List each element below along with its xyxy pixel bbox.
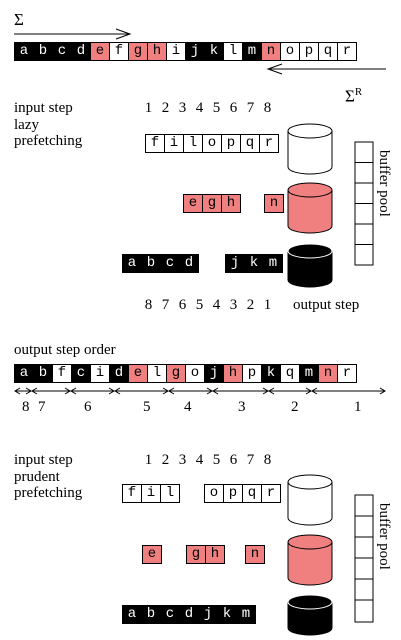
order-step-3: 3 bbox=[238, 399, 246, 415]
buffer-pool-icon bbox=[354, 141, 374, 266]
step-number: 7 bbox=[161, 297, 170, 313]
cell: r bbox=[337, 364, 357, 383]
step-number: 3 bbox=[178, 452, 187, 468]
cell: c bbox=[71, 364, 91, 383]
order-step-4: 4 bbox=[184, 399, 192, 415]
sigma-r-label: ΣR bbox=[345, 86, 363, 106]
step-number: 5 bbox=[212, 452, 221, 468]
step-number: 6 bbox=[178, 297, 187, 313]
cell: c bbox=[160, 605, 180, 624]
cell: l bbox=[183, 134, 203, 153]
cell: h bbox=[205, 545, 225, 564]
step-number: 7 bbox=[246, 100, 255, 116]
step-number: 8 bbox=[144, 297, 153, 313]
cell: n bbox=[245, 545, 265, 564]
white-disk-icon bbox=[287, 474, 333, 526]
cell: r bbox=[261, 484, 281, 503]
cell: m bbox=[263, 254, 283, 273]
prudent-buffer-pool-label: buffer pool bbox=[376, 503, 392, 570]
lazy-red-group-2: n bbox=[264, 194, 284, 213]
step-number: 4 bbox=[195, 100, 204, 116]
cell: e bbox=[142, 545, 162, 564]
buffer-pool-icon bbox=[354, 494, 374, 623]
cell: l bbox=[160, 484, 180, 503]
cell: q bbox=[280, 364, 300, 383]
cell: j bbox=[198, 605, 218, 624]
cell: q bbox=[240, 134, 260, 153]
black-disk-icon bbox=[287, 243, 333, 288]
step-number: 3 bbox=[229, 297, 238, 313]
lazy-mode-line1: lazy bbox=[14, 117, 39, 133]
step-number: 1 bbox=[144, 100, 153, 116]
black-disk-icon bbox=[287, 594, 333, 636]
cell: m bbox=[236, 605, 256, 624]
order-step-5: 5 bbox=[143, 399, 151, 415]
white-disk-icon bbox=[287, 123, 333, 175]
red-disk-icon bbox=[287, 182, 333, 234]
step-number: 2 bbox=[161, 100, 170, 116]
step-number: 1 bbox=[263, 297, 272, 313]
lazy-mode-line2: prefetching bbox=[14, 133, 83, 149]
step-number: 5 bbox=[195, 297, 204, 313]
cell: h bbox=[147, 42, 167, 61]
order-step-2: 2 bbox=[291, 399, 299, 415]
step-number: 8 bbox=[263, 452, 272, 468]
prudent-input-step-label: input step bbox=[14, 452, 73, 468]
step-number: 2 bbox=[246, 297, 255, 313]
step-number: 1 bbox=[144, 452, 153, 468]
cell: g bbox=[186, 545, 206, 564]
step-number: 2 bbox=[161, 452, 170, 468]
lazy-input-step-label: input step bbox=[14, 100, 73, 116]
cell: r bbox=[259, 134, 279, 153]
lazy-output-step-label: output step bbox=[293, 297, 360, 313]
prudent-mode-line2: prefetching bbox=[14, 485, 83, 501]
prudent-red-group-3: n bbox=[245, 545, 265, 564]
step-number: 5 bbox=[212, 100, 221, 116]
order-step-8: 8 bbox=[22, 399, 30, 415]
cell: h bbox=[221, 194, 241, 213]
order-step-1: 1 bbox=[354, 399, 362, 415]
order-step-6: 6 bbox=[84, 399, 92, 415]
step-number: 6 bbox=[229, 452, 238, 468]
cell: n bbox=[264, 194, 284, 213]
step-number: 3 bbox=[178, 100, 187, 116]
red-disk-icon bbox=[287, 534, 333, 586]
order-step-7: 7 bbox=[38, 399, 46, 415]
cell: r bbox=[337, 42, 357, 61]
step-number: 4 bbox=[195, 452, 204, 468]
prudent-mode-line1: prudent bbox=[14, 469, 60, 485]
prudent-red-group-1: e bbox=[142, 545, 162, 564]
cell: i bbox=[90, 364, 110, 383]
step-number: 6 bbox=[229, 100, 238, 116]
sigma-label: Σ bbox=[14, 10, 24, 29]
cell: f bbox=[52, 364, 72, 383]
cell: q bbox=[318, 42, 338, 61]
step-number: 4 bbox=[212, 297, 221, 313]
order-label: output step order bbox=[14, 342, 116, 358]
step-number: 7 bbox=[246, 452, 255, 468]
step-number: 8 bbox=[263, 100, 272, 116]
cell: d bbox=[179, 254, 199, 273]
